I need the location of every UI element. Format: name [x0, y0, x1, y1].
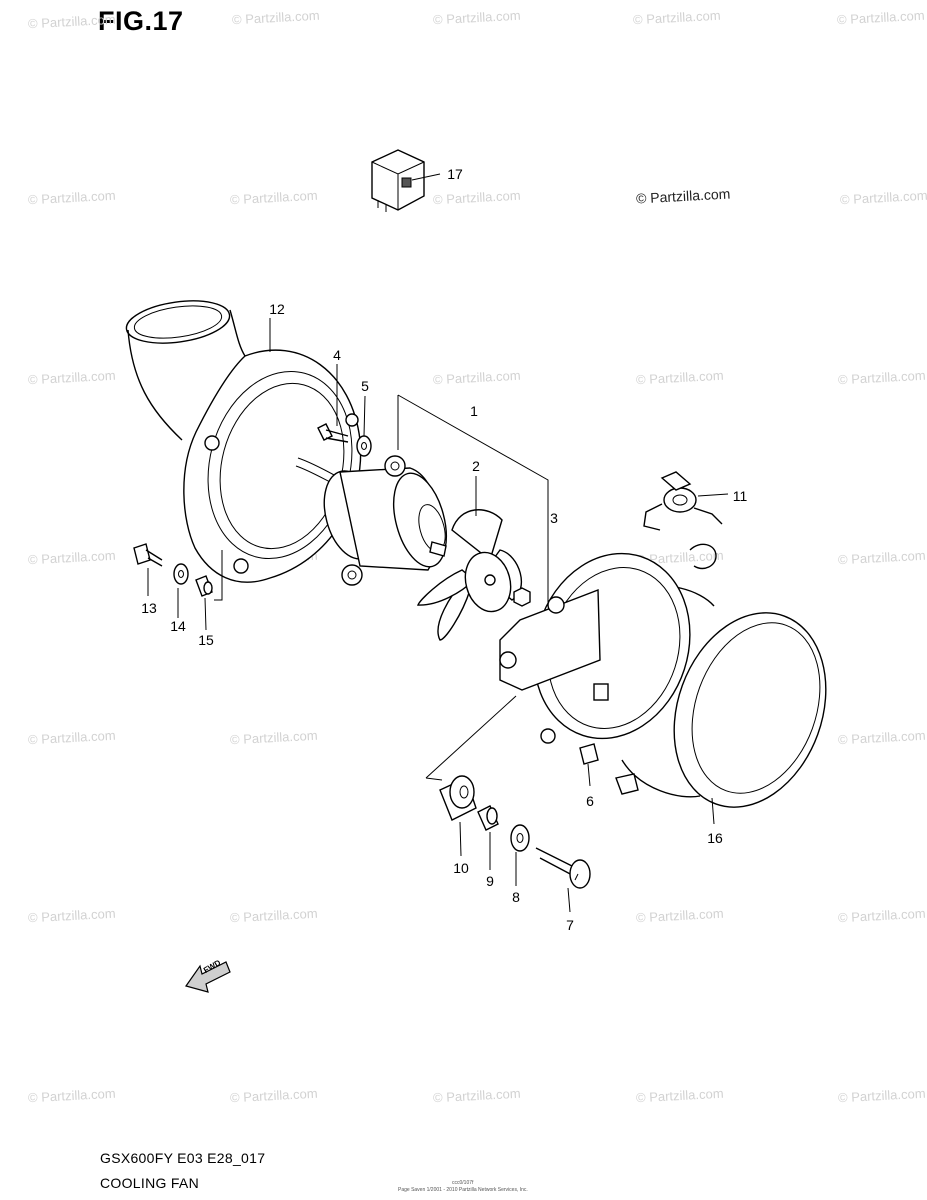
callout-4[interactable]: 4: [333, 347, 341, 363]
callout-15[interactable]: 15: [198, 632, 214, 648]
callout-9[interactable]: 9: [486, 873, 494, 889]
callout-17[interactable]: 17: [447, 166, 463, 182]
callout-1[interactable]: 1: [470, 403, 478, 419]
part-15-collar[interactable]: [195, 550, 223, 631]
part-10-cushion[interactable]: [439, 775, 477, 857]
callout-3[interactable]: 3: [550, 510, 558, 526]
part-11-bracket[interactable]: [643, 471, 729, 531]
part-17-relay[interactable]: [371, 149, 441, 212]
figure-name: COOLING FAN: [100, 1175, 199, 1191]
part-14-washer[interactable]: [173, 563, 189, 618]
part-16-duct[interactable]: [615, 543, 852, 828]
part-7-screw[interactable]: [535, 847, 591, 913]
part-12-fan-shroud[interactable]: [124, 295, 372, 583]
callout-7[interactable]: 7: [566, 917, 574, 933]
part-5-washer[interactable]: [356, 395, 372, 457]
callout-11[interactable]: 11: [732, 488, 748, 504]
footer-small-code: ccc0/107f: [452, 1180, 474, 1186]
fwd-arrow-icon: [185, 961, 231, 993]
callout-6[interactable]: 6: [586, 793, 594, 809]
callout-16[interactable]: 16: [707, 830, 723, 846]
part-6-grommet[interactable]: [579, 743, 599, 787]
part-3-nut[interactable]: [513, 587, 531, 607]
figure-title: FIG.17: [98, 6, 184, 36]
part-1-fan-motor[interactable]: [315, 394, 549, 604]
part-2-fan-blade[interactable]: [416, 476, 523, 641]
callout-5[interactable]: 5: [361, 378, 369, 394]
part-13-bolt[interactable]: [133, 543, 163, 596]
callout-2[interactable]: 2: [472, 458, 480, 474]
callout-12[interactable]: 12: [269, 301, 285, 317]
callout-13[interactable]: 13: [141, 600, 157, 616]
callout-10[interactable]: 10: [453, 860, 469, 876]
callout-8[interactable]: 8: [512, 889, 520, 905]
part-9-collar[interactable]: [477, 805, 499, 870]
fan-housing[interactable]: [425, 533, 713, 781]
part-4-bolt[interactable]: [317, 364, 349, 443]
callout-14[interactable]: 14: [170, 618, 186, 634]
model-code: GSX600FY E03 E28_017: [100, 1150, 266, 1166]
part-8-washer[interactable]: [510, 824, 530, 886]
footer-small-copyright: Page Saven 1/2001 - 2010 Partzilla Netwo…: [398, 1187, 528, 1193]
